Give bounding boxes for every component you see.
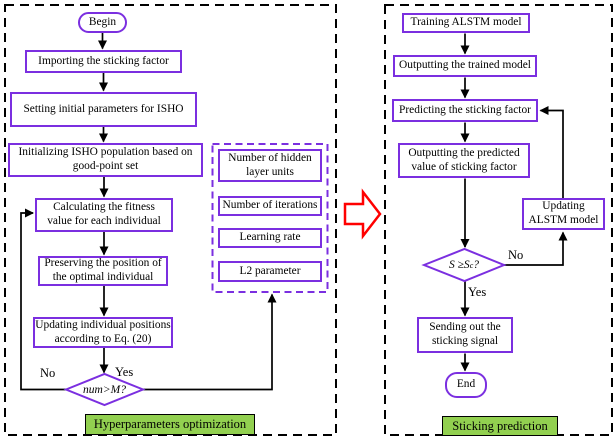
left-panel-title: Hyperparameters optimization (85, 414, 255, 435)
sending-sticking-signal-box: Sending out the sticking signal (417, 317, 513, 353)
arrow-updating-model-to-predicting (539, 106, 564, 198)
right-panel-title: Sticking prediction (442, 416, 558, 436)
arrow-no-to-updating-model (504, 231, 568, 266)
updating-positions-box: Updating individual positions according … (33, 317, 173, 348)
left-panel-border (4, 4, 337, 436)
arrow-yes-to-hyperparams (143, 293, 277, 391)
training-alstm-box: Training ALSTM model (402, 13, 530, 33)
l2-parameter-box: L2 parameter (218, 261, 322, 282)
left-yes-label: Yes (115, 365, 134, 379)
right-decision-diamond (421, 247, 507, 283)
initializing-population-box: Initializing ISHO population based on go… (8, 143, 203, 177)
preserving-position-box: Preserving the position of the optimal i… (38, 256, 168, 286)
left-decision-label: num>M? (83, 383, 126, 396)
setting-initial-parameters-box: Setting initial parameters for ISHO (10, 92, 197, 127)
learning-rate-box: Learning rate (218, 228, 322, 248)
left-decision-diamond (63, 372, 146, 407)
hyperparams-group-border (211, 143, 329, 293)
updating-alstm-model-box: Updating ALSTM model (522, 198, 605, 230)
outputting-trained-model-box: Outputting the trained model (393, 55, 537, 77)
outputting-predicted-value-box: Outputting the predicted value of sticki… (398, 143, 530, 178)
panel-transition-arrow (343, 188, 382, 240)
calculating-fitness-box: Calculating the fitness value for each i… (35, 198, 173, 232)
iterations-box: Number of iterations (218, 196, 322, 216)
importing-sticking-factor-box: Importing the sticking factor (25, 50, 182, 73)
left-no-label: No (40, 366, 56, 380)
predicting-sticking-factor-box: Predicting the sticking factor (392, 99, 538, 122)
right-no-label: No (508, 248, 524, 262)
arrow-no-loop (20, 208, 66, 391)
begin-terminator: Begin (78, 12, 127, 33)
end-terminator: End (445, 372, 487, 398)
hidden-units-box: Number of hidden layer units (218, 149, 322, 182)
right-yes-label: Yes (468, 285, 487, 299)
